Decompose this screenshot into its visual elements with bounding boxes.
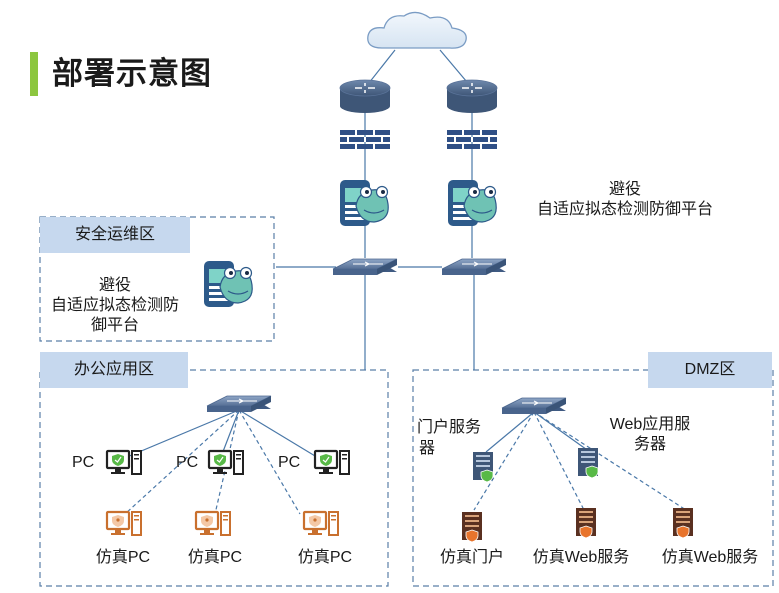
security-ops-zone <box>39 216 275 342</box>
decoy-server-icon <box>575 507 597 539</box>
decoy-pc-icon <box>105 510 143 537</box>
mimic-defense-icon <box>339 179 389 227</box>
decoy-server-label: 仿真Web服务 <box>661 549 759 566</box>
mimic-defense-icon <box>447 179 497 227</box>
decoy-server-icon <box>672 507 694 539</box>
platform-label-line1: 避役 <box>608 181 641 198</box>
web-server-label-line1: Web应用服 <box>609 416 691 433</box>
pc-label: PC <box>278 454 301 471</box>
firewall-icon <box>447 130 497 149</box>
decoy-pc-icon <box>302 510 340 537</box>
cloud-icon <box>367 11 467 49</box>
security-platform-label-line3: 御平台 <box>90 317 139 334</box>
web-server-label-line2: 务器 <box>633 436 666 453</box>
router-icon <box>446 79 498 114</box>
office-zone <box>39 369 389 587</box>
zone-label-dmz: DMZ区 <box>648 352 772 388</box>
security-platform-label-line2: 自适应拟态检测防 <box>50 297 179 314</box>
pc-icon <box>105 449 143 476</box>
router-icon <box>339 79 391 114</box>
switch-icon <box>501 397 567 415</box>
decoy-server-label: 仿真门户 <box>439 549 504 566</box>
decoy-links <box>124 409 687 515</box>
portal-server-label-line1: 门户服务 <box>417 419 482 436</box>
server-icon <box>472 451 494 483</box>
decoy-pc-label: 仿真PC <box>95 549 151 566</box>
title-accent-bar <box>30 52 38 96</box>
pc-icon <box>207 449 245 476</box>
firewall-icon <box>340 130 390 149</box>
decoy-pc-label: 仿真PC <box>187 549 243 566</box>
decoy-pc-label: 仿真PC <box>297 549 353 566</box>
pc-icon <box>313 449 351 476</box>
security-platform-label-line1: 避役 <box>98 277 131 294</box>
pc-label: PC <box>176 454 199 471</box>
decoy-server-icon <box>461 511 483 543</box>
decoy-server-label: 仿真Web服务 <box>532 549 630 566</box>
switch-icon <box>332 258 398 276</box>
zone-label-security-ops: 安全运维区 <box>40 217 190 253</box>
switch-icon <box>206 395 272 413</box>
decoy-pc-icon <box>194 510 232 537</box>
switch-icon <box>441 258 507 276</box>
page-title: 部署示意图 <box>52 56 212 91</box>
mimic-defense-icon <box>203 260 253 308</box>
portal-server-label-line2: 器 <box>419 440 436 457</box>
dmz-zone <box>412 369 774 587</box>
pc-label: PC <box>72 454 95 471</box>
platform-label-line2: 自适应拟态检测防御平台 <box>536 201 713 218</box>
zone-label-office: 办公应用区 <box>40 352 188 388</box>
